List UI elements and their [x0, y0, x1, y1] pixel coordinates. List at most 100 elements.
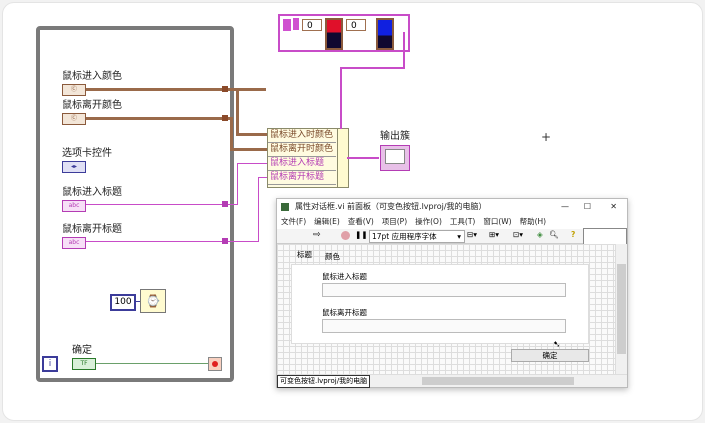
bundle-input-side: [337, 129, 348, 187]
bundle-row[interactable]: 鼠标离开标题: [268, 171, 336, 185]
cluster-icon: [282, 18, 292, 32]
help-icon[interactable]: ?: [571, 230, 576, 239]
wire-enter-color[interactable]: [86, 88, 266, 91]
menu-view[interactable]: 查看(V): [347, 217, 374, 226]
align-icon[interactable]: ⊟▾: [467, 230, 478, 239]
wire-stop: [96, 363, 208, 364]
maximize-button[interactable]: ☐: [583, 202, 591, 211]
cluster-icon: [385, 149, 405, 164]
wire-enter-title-v: [237, 163, 238, 205]
wire-enter-title[interactable]: [86, 204, 238, 205]
leave-title-label: 鼠标离开标题: [322, 308, 367, 317]
toolbar: ⇨ ❚❚ 17pt 应用程序字体 ▾ ⊟▾ ⊞▾ ⊡▾ ◈ 🔍︎ ?: [277, 228, 627, 246]
stop-dot: [212, 361, 218, 367]
front-panel-window[interactable]: 属性对话框.vi 前面板（可变色按钮.lvproj/我的电脑） — ☐ ✕ 文件…: [276, 198, 628, 388]
wait-ms-function-icon[interactable]: ⌚: [140, 289, 166, 313]
iteration-terminal: i: [42, 356, 58, 372]
control-label-tab: 选项卡控件: [62, 148, 112, 159]
search-icon[interactable]: 🔍︎: [549, 230, 559, 239]
control-label-enter-title: 鼠标进入标题: [62, 187, 122, 198]
bundle-row[interactable]: 鼠标进入时颜色: [268, 129, 336, 143]
vi-icon: [281, 203, 289, 211]
wire-leave-title-v: [258, 177, 259, 242]
control-label-ok: 确定: [72, 345, 92, 356]
status-path: 可变色按钮.lvproj/我的电脑: [277, 375, 371, 388]
menu-file[interactable]: 文件(F): [281, 217, 307, 226]
numeric-constant-2[interactable]: 0: [346, 19, 366, 31]
tunnel-enter-title: [222, 201, 228, 207]
color-box-red[interactable]: [325, 18, 343, 50]
menu-project[interactable]: 项目(P): [381, 217, 408, 226]
front-panel-grid[interactable]: 标题 颜色 鼠标进入标题 鼠标离开标题 确定 ➷: [277, 244, 615, 374]
distribute-icon[interactable]: ⊞▾: [489, 230, 500, 239]
pause-icon[interactable]: ❚❚: [355, 230, 368, 239]
menu-bar: 文件(F) 编辑(E) 查看(V) 项目(P) 操作(O) 工具(T) 窗口(W…: [277, 215, 627, 229]
wire-cluster-v1: [403, 32, 405, 69]
tunnel-enter-color: [222, 86, 228, 92]
bundle-row[interactable]: 鼠标进入标题: [268, 157, 336, 171]
run-arrow-icon[interactable]: ⇨: [313, 230, 321, 240]
ok-boolean-terminal[interactable]: TF: [72, 358, 96, 370]
color-box-blue[interactable]: [376, 18, 394, 50]
font-select-value: 17pt 应用程序字体: [372, 232, 437, 241]
mouse-pointer-icon: ➷: [553, 340, 561, 350]
font-select[interactable]: 17pt 应用程序字体 ▾: [369, 230, 465, 243]
minimize-button[interactable]: —: [561, 202, 569, 211]
menu-edit[interactable]: 编辑(E): [314, 217, 340, 226]
tab-title[interactable]: 标题: [297, 250, 312, 259]
control-label-enter-color: 鼠标进入颜色: [62, 71, 122, 82]
wire-leave-title[interactable]: [86, 241, 258, 242]
vertical-scrollbar[interactable]: [615, 244, 627, 374]
window-title-bar[interactable]: 属性对话框.vi 前面板（可变色按钮.lvproj/我的电脑） — ☐ ✕: [277, 199, 627, 215]
enter-color-terminal[interactable]: Ⓒ: [62, 84, 86, 96]
horizontal-scrollbar[interactable]: 可变色按钮.lvproj/我的电脑: [277, 374, 627, 388]
reorder-icon[interactable]: ◈: [537, 230, 543, 239]
leave-title-input[interactable]: [322, 319, 566, 333]
wire-enter-color-h2: [236, 133, 267, 136]
bundle-row[interactable]: 鼠标离开时颜色: [268, 143, 336, 157]
resize-icon[interactable]: ⊡▾: [513, 230, 524, 239]
vertical-scroll-thumb[interactable]: [617, 264, 626, 354]
tunnel-leave-title: [222, 238, 228, 244]
wire-output: [347, 157, 379, 159]
control-label-leave-title: 鼠标离开标题: [62, 224, 122, 235]
wire-leave-color-v: [230, 117, 233, 150]
control-label-leave-color: 鼠标离开颜色: [62, 100, 122, 111]
bundle-by-name-node[interactable]: 鼠标进入时颜色 鼠标离开时颜色 鼠标进入标题 鼠标离开标题: [267, 128, 349, 188]
cluster-icon: [293, 18, 299, 30]
wire-leave-title-h2: [258, 177, 267, 178]
menu-window[interactable]: 窗口(W): [483, 217, 512, 226]
horizontal-scroll-thumb[interactable]: [422, 377, 574, 385]
tab-color[interactable]: 颜色: [325, 252, 340, 261]
menu-operate[interactable]: 操作(O): [415, 217, 442, 226]
enter-title-terminal[interactable]: abc: [62, 200, 86, 212]
close-button[interactable]: ✕: [610, 202, 617, 211]
output-label: 输出簇: [380, 131, 410, 142]
menu-tools[interactable]: 工具(T): [449, 217, 476, 226]
wire-cluster-v2: [340, 67, 342, 129]
wire-wait: [134, 301, 140, 302]
leave-color-terminal[interactable]: Ⓒ: [62, 113, 86, 125]
wire-enter-color-v: [236, 88, 239, 135]
wire-cluster-h: [340, 67, 405, 69]
enter-title-input[interactable]: [322, 283, 566, 297]
dropdown-arrow-icon: ▾: [457, 232, 461, 241]
numeric-constant-1[interactable]: 0: [302, 19, 322, 31]
wire-leave-color-h2: [230, 148, 267, 151]
window-title: 属性对话框.vi 前面板（可变色按钮.lvproj/我的电脑）: [295, 202, 487, 211]
tab-page: 鼠标进入标题 鼠标离开标题: [291, 264, 589, 344]
tab-control-terminal[interactable]: ◂▸: [62, 161, 86, 173]
menu-help[interactable]: 帮助(H): [519, 217, 547, 226]
wire-leave-color[interactable]: [86, 117, 231, 120]
ok-button[interactable]: 确定: [511, 349, 589, 362]
enter-title-label: 鼠标进入标题: [322, 272, 367, 281]
wait-constant[interactable]: 100: [110, 294, 136, 311]
wire-enter-title-h2: [237, 163, 267, 164]
output-cluster-indicator[interactable]: [380, 145, 410, 171]
cluster-constant[interactable]: 0 0: [278, 14, 410, 52]
crosshair-cursor-icon: +: [541, 130, 552, 144]
tunnel-leave-color: [222, 115, 228, 121]
abort-icon[interactable]: [341, 231, 350, 240]
leave-title-terminal[interactable]: abc: [62, 237, 86, 249]
stop-condition-icon[interactable]: [208, 357, 222, 371]
